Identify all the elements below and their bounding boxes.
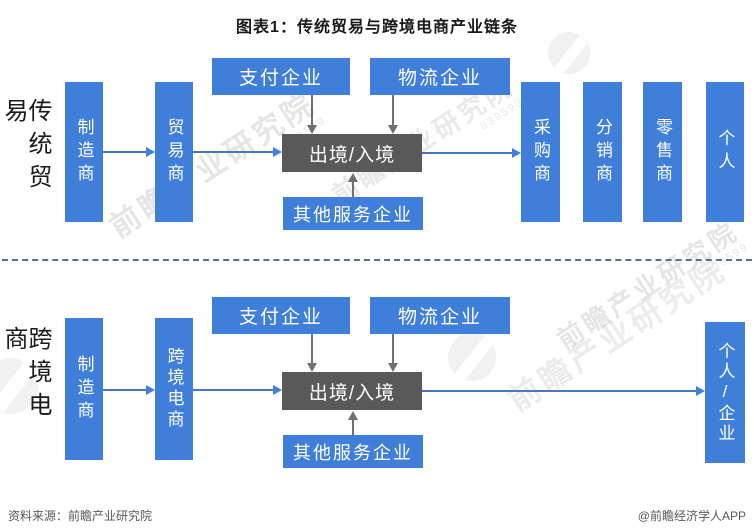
node-trader: 贸易商 bbox=[155, 82, 193, 222]
section-divider bbox=[2, 259, 752, 261]
node-distributor: 分销商 bbox=[583, 82, 622, 222]
data-source-note: 资料来源：前瞻产业研究院 bbox=[8, 509, 153, 523]
arrow-border-to-purchaser bbox=[422, 148, 521, 158]
chart-title: 图表1：传统贸易与跨境电商产业链条 bbox=[236, 19, 518, 36]
node-border-crossing-top: 出境/入境 bbox=[282, 134, 422, 172]
node-logistics-top: 物流企业 bbox=[370, 58, 510, 95]
node-crossborder-ecommerce: 跨境电商 bbox=[155, 318, 193, 460]
arrow-logistics-down-bottom bbox=[388, 334, 398, 372]
node-payment-top: 支付企业 bbox=[212, 58, 350, 95]
watermark-logo-icon bbox=[548, 32, 590, 74]
arrow-payment-down-bottom bbox=[307, 334, 317, 372]
arrow-manufacturer-to-ecommerce bbox=[103, 385, 155, 395]
section-label-crossborder: 跨境电商 bbox=[0, 326, 50, 425]
node-retailer: 零售商 bbox=[643, 82, 682, 222]
node-other-services-bottom: 其他服务企业 bbox=[283, 435, 423, 468]
node-other-services-top: 其他服务企业 bbox=[283, 197, 423, 230]
section-label-traditional: 传统贸易 bbox=[0, 98, 50, 197]
node-manufacturer-top: 制造商 bbox=[65, 82, 103, 222]
arrow-trader-to-border bbox=[193, 147, 282, 157]
arrow-border-to-individual-enterprise bbox=[422, 386, 705, 396]
arrow-services-up-top bbox=[348, 173, 358, 197]
node-border-crossing-bottom: 出境/入境 bbox=[282, 372, 422, 410]
node-individual: 个人 bbox=[706, 82, 744, 222]
watermark-logo-icon bbox=[448, 333, 496, 381]
node-logistics-bottom: 物流企业 bbox=[370, 297, 510, 334]
arrow-manufacturer-to-trader bbox=[103, 147, 155, 157]
node-payment-bottom: 支付企业 bbox=[212, 297, 350, 334]
node-manufacturer-bottom: 制造商 bbox=[65, 318, 103, 460]
arrow-ecommerce-to-border bbox=[193, 385, 282, 395]
credit-note: @前瞻经济学人APP bbox=[637, 509, 746, 523]
arrow-services-up-bottom bbox=[348, 411, 358, 435]
arrow-payment-down-top bbox=[307, 95, 317, 134]
arrow-logistics-down-top bbox=[388, 95, 398, 134]
node-purchaser: 采购商 bbox=[521, 82, 560, 222]
node-individual-enterprise: 个人/企业 bbox=[705, 322, 745, 463]
